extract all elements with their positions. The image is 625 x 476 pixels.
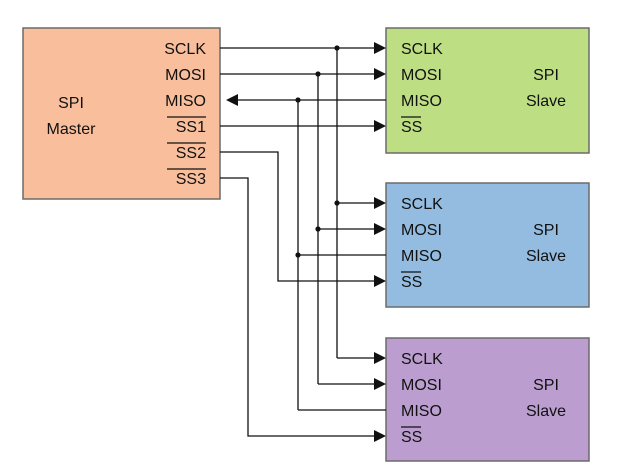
slave-1-pin-ss: SS	[401, 119, 422, 136]
arrow-sclk-slave-3	[374, 352, 386, 364]
slave-1-title-line2: Slave	[526, 93, 566, 110]
arrow-sclk-slave-1	[374, 42, 386, 54]
junction-mosi-1	[315, 71, 321, 77]
master-pin-mosi: MOSI	[165, 67, 206, 84]
arrow-ss-slave-1	[374, 120, 386, 132]
arrowheads	[226, 42, 386, 442]
slave-2-title-line1: SPI	[533, 222, 559, 239]
slave-1-pin-sclk: SCLK	[401, 41, 443, 58]
slave-3-pin-mosi: MOSI	[401, 377, 442, 394]
slave-3-title-line1: SPI	[533, 377, 559, 394]
arrow-mosi-slave-3	[374, 378, 386, 390]
slave-3-box	[385, 337, 590, 462]
slave-2-pin-miso: MISO	[401, 248, 442, 265]
ss2-wire	[220, 151, 374, 282]
slave-3-pin-ss: SS	[401, 429, 422, 446]
master-pin-sclk: SCLK	[164, 41, 206, 58]
master-title-line2: Master	[47, 121, 97, 138]
slave-block-1: SCLK MOSI MISO SS SPI Slave	[385, 27, 590, 154]
slave-2-pin-ss: SS	[401, 274, 422, 291]
junction-mosi-2	[315, 226, 321, 232]
bus-wires	[220, 47, 386, 437]
arrow-ss-slave-2	[374, 275, 386, 287]
master-pin-ss1: SS1	[176, 119, 206, 136]
master-pin-ss3: SS3	[176, 171, 206, 188]
arrow-ss-slave-3	[374, 430, 386, 442]
arrow-miso-master	[226, 94, 238, 106]
junction-miso-1	[295, 97, 301, 103]
junction-sclk-2	[334, 200, 340, 206]
slave-2-box	[385, 182, 590, 308]
slave-3-pin-sclk: SCLK	[401, 351, 443, 368]
arrow-mosi-slave-1	[374, 68, 386, 80]
slave-block-3: SCLK MOSI MISO SS SPI Slave	[385, 337, 590, 462]
master-title-line1: SPI	[58, 95, 84, 112]
slave-1-box	[385, 27, 590, 154]
master-block: SPI Master SCLK MOSI MISO SS1 SS2 SS3	[22, 27, 221, 200]
ss3-wire	[220, 177, 374, 437]
junction-miso-2	[295, 252, 301, 258]
arrow-sclk-slave-2	[374, 197, 386, 209]
junction-sclk-1	[334, 45, 340, 51]
slave-3-title-line2: Slave	[526, 403, 566, 420]
junction-dots	[295, 45, 340, 258]
master-box	[22, 27, 221, 200]
slave-2-pin-sclk: SCLK	[401, 196, 443, 213]
slave-2-title-line2: Slave	[526, 248, 566, 265]
slave-3-pin-miso: MISO	[401, 403, 442, 420]
arrow-mosi-slave-2	[374, 223, 386, 235]
slave-block-2: SCLK MOSI MISO SS SPI Slave	[385, 182, 590, 308]
slave-2-pin-mosi: MOSI	[401, 222, 442, 239]
slave-1-title-line1: SPI	[533, 67, 559, 84]
master-pin-ss2: SS2	[176, 145, 206, 162]
slave-1-pin-miso: MISO	[401, 93, 442, 110]
slave-1-pin-mosi: MOSI	[401, 67, 442, 84]
master-pin-miso: MISO	[165, 93, 206, 110]
